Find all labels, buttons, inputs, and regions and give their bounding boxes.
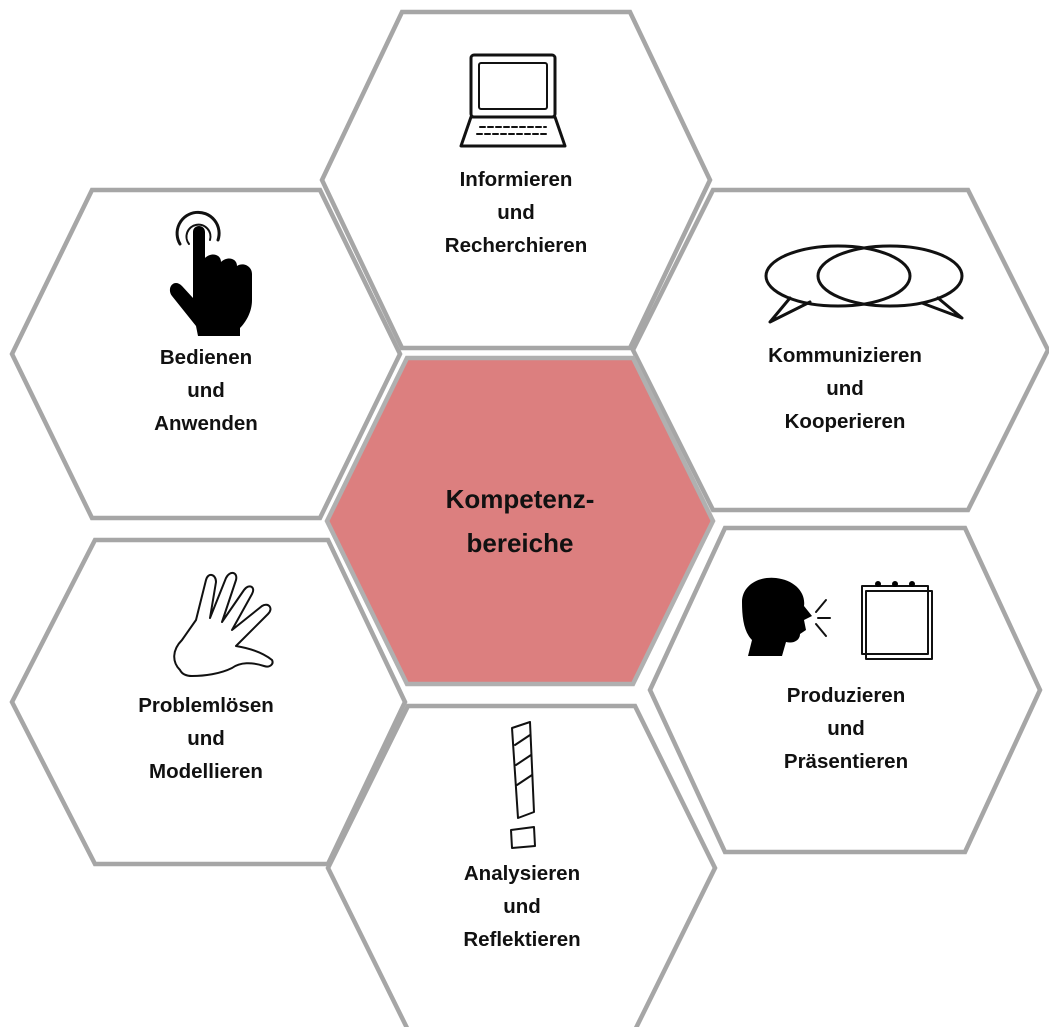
laptop-icon [459, 53, 567, 148]
kommunizieren-line1: Kommunizieren [768, 344, 922, 367]
hex-analysieren: Analysieren und Reflektieren [325, 703, 718, 1027]
produzieren-line3: Präsentieren [784, 750, 908, 773]
hex-center: Kompetenz- bereiche [324, 355, 716, 687]
center-title-line2: bereiche [467, 528, 574, 558]
informieren-line1: Informieren [460, 168, 573, 191]
center-title-line1: Kompetenz- [446, 484, 595, 514]
touch-finger-icon [169, 210, 252, 336]
kommunizieren-line3: Kooperieren [785, 410, 906, 433]
analysieren-line1: Analysieren [464, 862, 580, 885]
bedienen-line1: Bedienen [160, 346, 252, 369]
bedienen-line3: Anwenden [154, 412, 258, 435]
informieren-line2: und [497, 201, 535, 224]
problemloesen-line1: Problemlösen [138, 694, 274, 717]
hex-kommunizieren: Kommunizieren und Kooperieren [630, 187, 1049, 513]
problemloesen-line3: Modellieren [149, 760, 263, 783]
analysieren-line2: und [503, 895, 541, 918]
bedienen-line2: und [187, 379, 225, 402]
kommunizieren-line2: und [826, 377, 864, 400]
hex-produzieren: Produzieren und Präsentieren [647, 525, 1043, 855]
open-hand-icon [173, 572, 274, 677]
hex-problemloesen: Problemlösen und Modellieren [9, 537, 408, 867]
produzieren-line2: und [827, 717, 865, 740]
informieren-line3: Recherchieren [445, 234, 587, 257]
speaker-notepad-icon [742, 577, 933, 660]
exclamation-icon [510, 721, 536, 849]
problemloesen-line2: und [187, 727, 225, 750]
hex-bedienen: Bedienen und Anwenden [9, 187, 403, 521]
produzieren-line1: Produzieren [787, 684, 905, 707]
hex-informieren: Informieren und Recherchieren [319, 9, 713, 351]
speech-bubbles-icon [764, 244, 964, 324]
analysieren-line3: Reflektieren [463, 928, 580, 951]
